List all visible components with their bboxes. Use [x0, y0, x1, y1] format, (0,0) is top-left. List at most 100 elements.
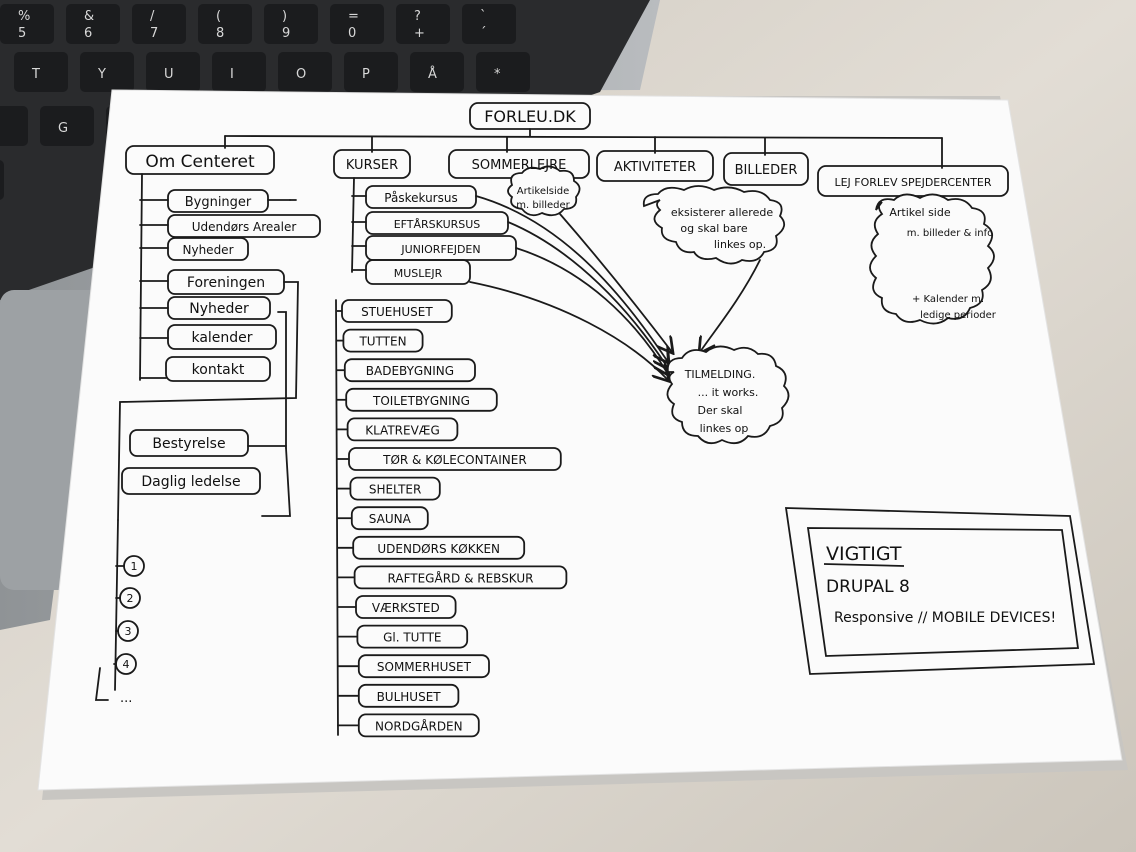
building-box — [342, 328, 424, 353]
keyboard-key-label: ( — [216, 9, 221, 24]
building-box — [348, 447, 562, 471]
foreningen-label-1: Bestyrelse — [152, 436, 225, 452]
keyboard-key-label: ) — [282, 9, 287, 24]
keyboard-key — [410, 52, 464, 92]
keyboard-key — [344, 52, 398, 92]
keyboard-key — [278, 52, 332, 92]
om-child-5 — [167, 296, 271, 320]
cloud-akt-line-2: og skal bare — [680, 222, 747, 235]
important-title: VIGTIGT — [826, 543, 902, 565]
keyboard-key — [40, 106, 94, 146]
keyboard-key-sublabel: 9 — [282, 26, 290, 41]
om-label-6: kalender — [191, 330, 252, 346]
building-label: UDENDØRS KØKKEN — [377, 542, 500, 556]
node-om-centeret — [125, 145, 275, 175]
keyboard-key-label: & — [84, 9, 94, 24]
keyboard-key-label: G — [58, 121, 68, 136]
cloud-tilmelding — [666, 345, 790, 445]
number-label-more: ... — [120, 691, 132, 706]
keyboard-key-sublabel: 8 — [216, 26, 224, 41]
buildings-list: STUEHUSET TUTTEN BADEBYGNING TOILETBYGNING K… — [337, 299, 568, 738]
top-label-kurser: KURSER — [346, 158, 398, 173]
building-label: KLATREVÆG — [365, 423, 440, 437]
building-box — [349, 476, 441, 501]
om-child-2 — [167, 214, 321, 238]
keyboard-key — [462, 4, 516, 44]
node-kurser — [333, 149, 411, 179]
building-label: SOMMERHUSET — [377, 660, 472, 674]
keyboard-key — [476, 52, 530, 92]
keyboard-key — [330, 4, 384, 44]
building-label: SAUNA — [369, 512, 412, 526]
number-label-1: 1 — [131, 560, 138, 573]
cloud-akt-line-1: eksisterer allerede — [671, 206, 773, 219]
building-box — [350, 506, 429, 531]
building-box — [357, 683, 460, 708]
keyboard-key-label: Å — [428, 66, 437, 82]
keyboard-key-label: ` — [480, 9, 487, 24]
cloud-lej — [869, 193, 995, 325]
building-label: RAFTEGÅRD & REBSKUR — [388, 570, 534, 585]
cloud-akt-line-3: linkes op. — [714, 238, 766, 251]
keyboard-key-label: I — [230, 67, 234, 82]
sitemap-drawing — [94, 102, 1009, 736]
keyboard-key — [0, 106, 28, 146]
building-box — [353, 565, 568, 590]
keyboard-key — [0, 160, 4, 200]
cloud-lej-line-4: ledige perioder — [920, 310, 997, 321]
kurser-child-2 — [365, 211, 509, 235]
keyboard-key — [66, 4, 120, 44]
building-label: TUTTEN — [358, 335, 406, 349]
keyboard-key-sublabel: + — [414, 26, 425, 41]
kurser-child-4 — [365, 259, 471, 285]
keyboard-key — [80, 52, 134, 92]
kurser-label-1: Påskekursus — [384, 191, 457, 205]
cloud-lej-line-1: Artikel side — [889, 206, 950, 219]
node-billeder — [723, 152, 809, 186]
building-box — [341, 299, 453, 323]
kurser-child-1 — [365, 185, 477, 209]
keyboard-key — [146, 52, 200, 92]
top-label-sommer: SOMMERLEJRE — [472, 158, 567, 173]
number-label-4: 4 — [123, 658, 130, 671]
building-label: STUEHUSET — [361, 305, 433, 319]
om-child-1 — [167, 189, 269, 213]
keyboard-key-label: ? — [414, 9, 421, 24]
foreningen-child-1 — [129, 429, 249, 457]
om-label-4: Foreningen — [187, 275, 265, 291]
keyboard-key-label: O — [296, 67, 306, 82]
om-label-3: Nyheder — [183, 243, 234, 257]
om-label-1: Bygninger — [185, 195, 252, 210]
building-label: BADEBYGNING — [366, 364, 454, 378]
cloud-tilm-line-3: Der skal — [698, 404, 743, 417]
om-child-6 — [167, 324, 277, 350]
top-label-aktiviteter: AKTIVITETER — [614, 160, 696, 175]
important-box — [784, 507, 1096, 675]
important-line-2: Responsive // MOBILE DEVICES! — [834, 610, 1056, 626]
keyboard-key-label: % — [18, 9, 30, 24]
keyboard-key-label: = — [348, 9, 359, 24]
keyboard-key — [396, 4, 450, 44]
keyboard-key — [132, 4, 186, 44]
om-label-7: kontakt — [192, 362, 245, 378]
building-box — [355, 595, 457, 619]
root-label: FORLEU.DK — [484, 107, 576, 126]
node-aktiviteter — [596, 150, 714, 182]
building-box — [357, 654, 490, 679]
keyboard-key-sublabel: 7 — [150, 26, 158, 41]
keyboard-key — [14, 52, 68, 92]
building-label: VÆRKSTED — [372, 601, 440, 615]
om-child-3 — [167, 237, 249, 261]
keyboard-key-sublabel: 6 — [84, 26, 92, 41]
number-label-2: 2 — [127, 592, 134, 605]
top-label-lej: LEJ FORLEV SPEJDERCENTER — [834, 176, 991, 189]
keyboard-key-label: P — [362, 67, 370, 82]
cloud-tilm-line-2: ... it works. — [698, 386, 759, 399]
building-label: TOILETBYGNING — [372, 394, 470, 408]
cloud-tilm-line-4: linkes op — [700, 422, 749, 435]
cloud-tilm-line-1: TILMELDING. — [684, 368, 756, 381]
kurser-label-2: EFTÅRSKURSUS — [394, 218, 481, 231]
clouds — [507, 165, 995, 445]
foreningen-label-2: Daglig ledelse — [141, 474, 240, 490]
